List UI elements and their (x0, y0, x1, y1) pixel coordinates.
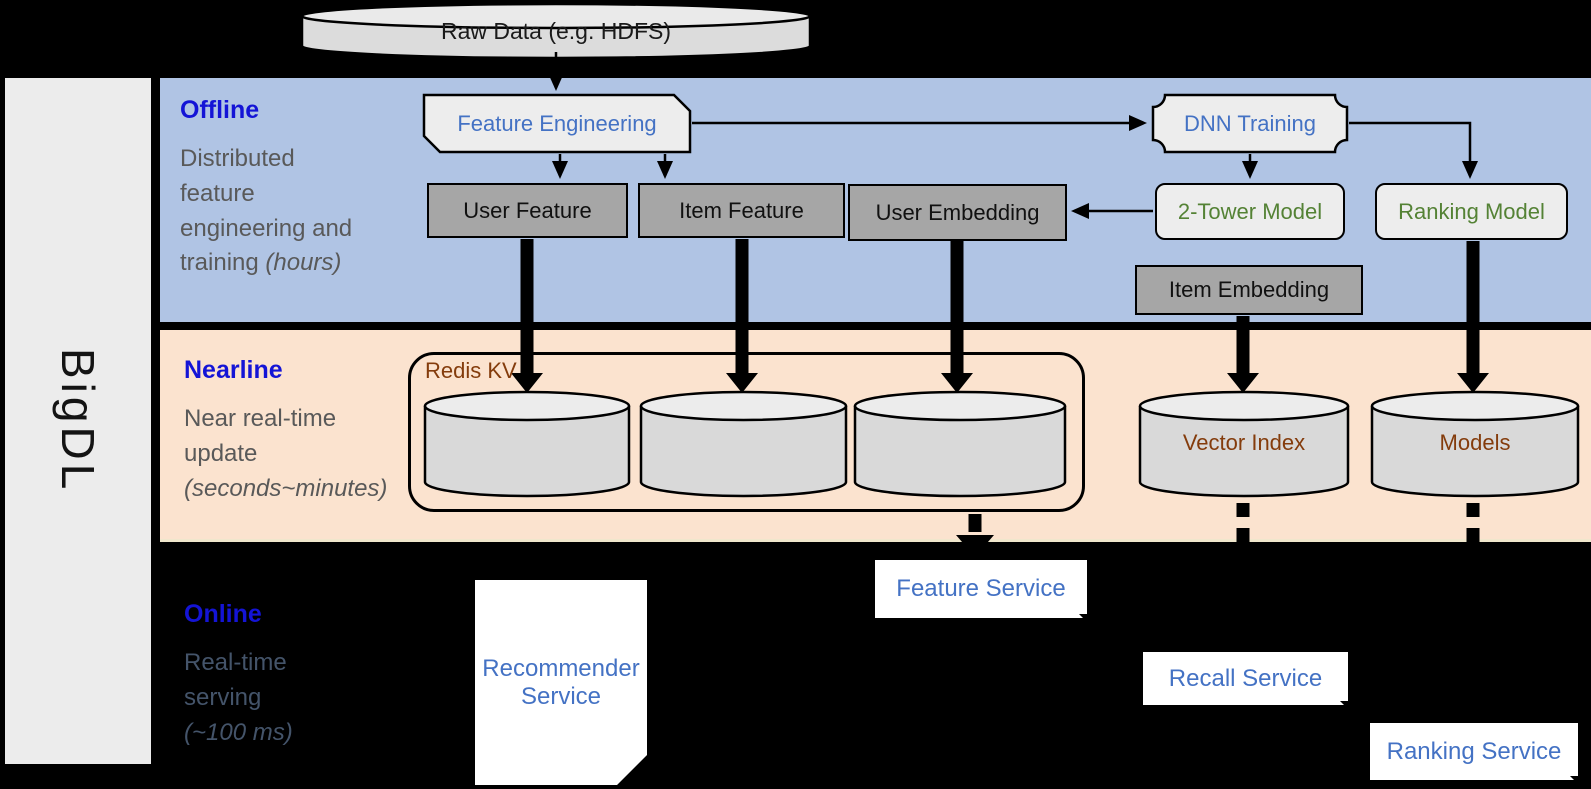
recall-service-label: Recall Service (1168, 664, 1323, 692)
feature-engineering-node: Feature Engineering (457, 110, 657, 136)
raw-data-label: Raw Data (e.g. HDFS) (440, 17, 672, 44)
dnn-training-node: DNN Training (1183, 110, 1317, 136)
nearline-section-title: Nearline (184, 356, 283, 384)
feature-service-label: Feature Service (896, 575, 1066, 602)
vector-index-cylinder (1138, 390, 1350, 498)
models-label: Models (1439, 430, 1511, 455)
redis-cylinder-3 (853, 390, 1067, 498)
redis-kv-label: Redis KV (425, 358, 517, 383)
redis-kv-container (408, 352, 1085, 512)
bigdl-sidebar: BigDL (5, 78, 151, 764)
two-tower-model-node: 2-Tower Model (1155, 183, 1345, 240)
arrow-item-embedding-to-vector-index (1227, 316, 1259, 393)
feature-engineering-shape (422, 93, 692, 154)
item-embedding-node: Item Embedding (1135, 265, 1363, 315)
online-desc-italic: (~100 ms) (184, 718, 293, 746)
folded-corner-icon (1079, 614, 1090, 625)
user-embedding-node: User Embedding (848, 184, 1067, 241)
dnn-training-shape (1151, 93, 1349, 154)
online-section-title: Online (184, 600, 262, 628)
online-desc-text: Real-time serving (184, 649, 287, 711)
offline-desc-italic: (hours) (265, 249, 342, 277)
recommender-service-node: Recommender Service (475, 580, 647, 785)
nearline-section-desc: Near real-time update (seconds~minutes) (184, 402, 387, 506)
recommender-service-label: Recommender Service (482, 654, 640, 710)
raw-data-cylinder (300, 2, 812, 60)
dashed-arrowhead-feature-service (956, 535, 994, 557)
redis-cylinder-1 (423, 390, 631, 498)
item-feature-node: Item Feature (638, 183, 845, 238)
recall-service-node: Recall Service (1143, 652, 1351, 712)
folded-corner-icon (1340, 701, 1351, 712)
arrow-ranking-model-to-models (1457, 241, 1489, 393)
ranking-service-node: Ranking Service (1370, 723, 1581, 787)
arrow-item-feature-to-redis (726, 239, 758, 393)
redis-cylinder-2 (639, 390, 848, 498)
arrow-dnn-to-ranking-model (1349, 121, 1478, 179)
feature-service-node: Feature Service (875, 560, 1090, 625)
user-feature-node: User Feature (427, 183, 628, 238)
folded-corner-icon (1570, 776, 1581, 787)
offline-section-title: Offline (180, 96, 260, 124)
nearline-desc-italic: (seconds~minutes) (184, 474, 388, 502)
bigdl-brand-label: BigDL (52, 348, 104, 494)
ranking-model-node: Ranking Model (1375, 183, 1568, 240)
models-cylinder (1370, 390, 1580, 498)
arrow-user-feature-to-redis (511, 239, 543, 393)
arrow-user-embedding-to-redis (941, 241, 973, 393)
ranking-service-label: Ranking Service (1386, 737, 1562, 765)
online-section-desc: Real-time serving (~100 ms) (184, 646, 314, 750)
offline-section-desc: Distributed feature engineering and trai… (180, 142, 375, 281)
vector-index-label: Vector Index (1182, 430, 1306, 455)
offline-desc-text: Distributed feature engineering and trai… (180, 145, 353, 277)
nearline-desc-text: Near real-time update (184, 405, 337, 467)
